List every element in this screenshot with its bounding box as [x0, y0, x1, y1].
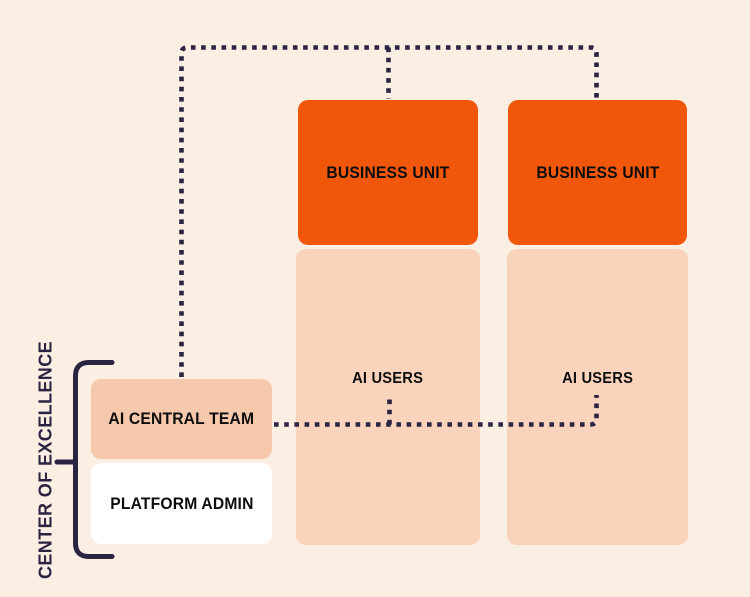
- business-unit-1-box: BUSINESS UNIT: [298, 100, 478, 245]
- ai-users-label-2: AI USERS: [507, 370, 688, 388]
- ai-users-column-1: AI USERS: [296, 249, 480, 545]
- business-unit-2-text: BUSINESS UNIT: [535, 162, 660, 182]
- coe-group-label: CENTER OF EXCELLENCE: [35, 340, 56, 580]
- ai-users-label-1: AI USERS: [296, 370, 480, 388]
- ai-central-team-text: AI CENTRAL TEAM: [108, 409, 255, 428]
- business-unit-1-text: BUSINESS UNIT: [326, 162, 450, 182]
- platform-admin-text: PLATFORM ADMIN: [109, 493, 254, 513]
- business-unit-2-box: BUSINESS UNIT: [508, 100, 687, 245]
- platform-admin-box: PLATFORM ADMIN: [91, 463, 272, 544]
- ai-users-1-text: AI USERS: [352, 370, 424, 387]
- ai-users-2-text: AI USERS: [561, 370, 633, 387]
- ai-central-team-box: AI CENTRAL TEAM: [91, 379, 272, 459]
- ai-users-column-2: AI USERS: [507, 249, 688, 545]
